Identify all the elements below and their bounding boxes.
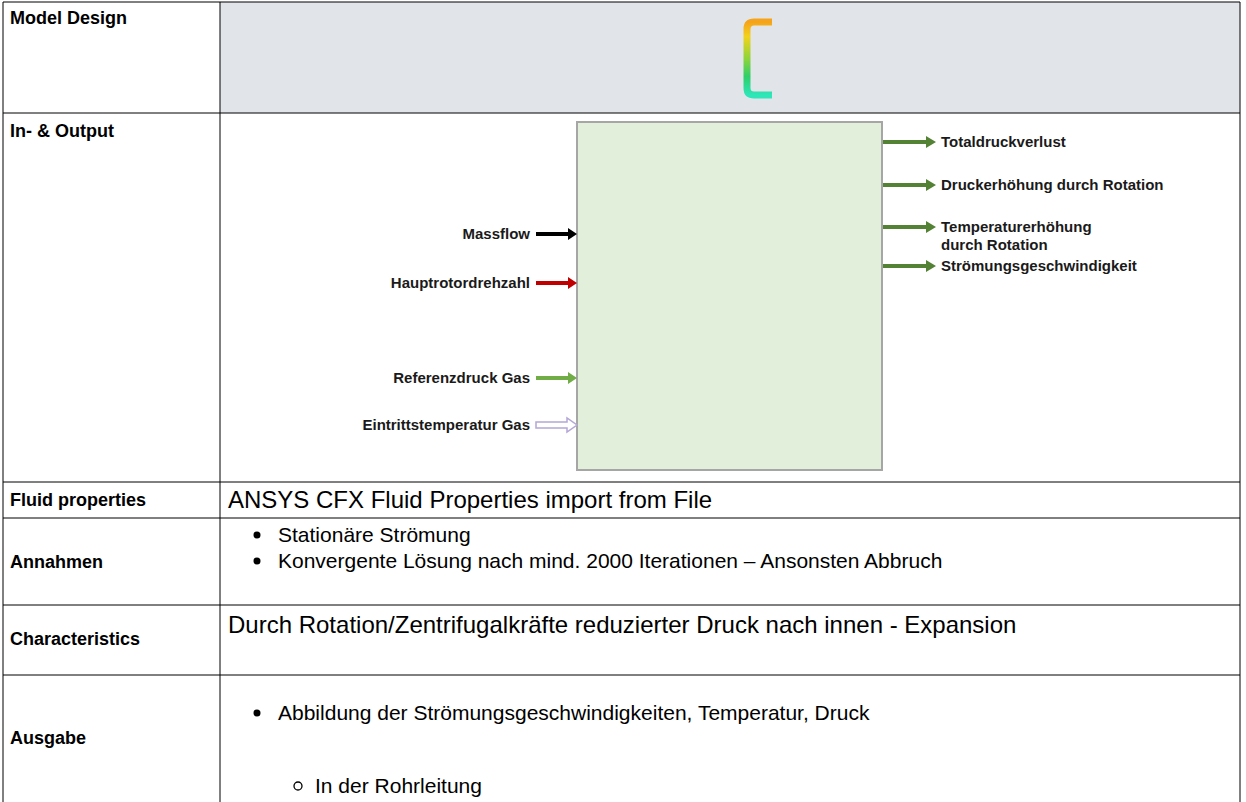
output-label: Temperaturerhöhung durch Rotation: [941, 218, 1101, 254]
input-label: Hauptrotordrehzahl: [300, 274, 530, 292]
cell-text: Durch Rotation/Zentrifugalkräfte reduzie…: [228, 610, 1133, 640]
header-cell: [220, 2, 1240, 113]
output-label: Druckerhöhung durch Rotation: [941, 176, 1231, 194]
table-grid: [3, 2, 1240, 802]
cell-text: ANSYS CFX Fluid Properties import from F…: [228, 485, 1233, 515]
row-heading: Characteristics: [10, 629, 210, 651]
pipe-model: [747, 22, 772, 95]
output-arrows: [883, 136, 936, 272]
row-heading: Fluid properties: [10, 490, 210, 512]
bullet-text: Konvergente Lösung nach mind. 2000 Itera…: [278, 548, 1183, 574]
input-label: Referenzdruck Gas: [300, 369, 530, 387]
bullet-text: Abbildung der Strömungsgeschwindigkeiten…: [278, 700, 1233, 726]
row-heading: Annahmen: [10, 552, 210, 574]
model-block: [577, 122, 882, 470]
row-heading: Model Design: [10, 8, 210, 30]
input-label: Eintrittstemperatur Gas: [300, 416, 530, 434]
input-label: Massflow: [300, 225, 530, 243]
row-heading: In- & Output: [10, 121, 210, 143]
bullet-text: Stationäre Strömung: [278, 522, 1233, 548]
sub-bullet-text: In der Rohrleitung: [315, 773, 1215, 799]
output-label: Strömungsgeschwindigkeit: [941, 257, 1231, 275]
row-heading: Ausgabe: [10, 728, 210, 750]
output-label: Totaldruckverlust: [941, 133, 1231, 151]
input-arrows: [536, 228, 577, 432]
